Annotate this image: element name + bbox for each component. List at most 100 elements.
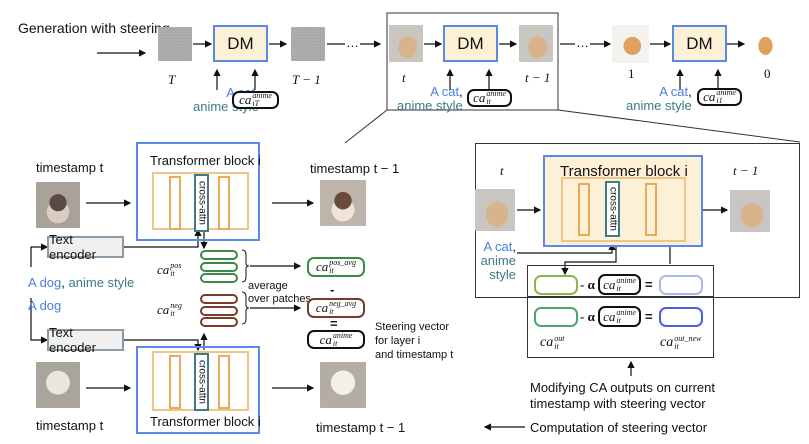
- ca-sub: i1: [716, 96, 723, 105]
- right-layer-2: [645, 183, 657, 236]
- prompt-object: A cat: [659, 84, 689, 99]
- white-dog-anime-image-t-minus-1: [320, 362, 366, 408]
- ca-out-patch-1: [534, 275, 578, 295]
- cross-attn-top: cross-attn: [194, 174, 209, 232]
- ca-neg-patch-2: [200, 306, 238, 316]
- dog-anime-image-t-minus-1: [320, 180, 366, 226]
- ca-symbol: ca: [660, 335, 674, 350]
- ca-neg-patch-1: [200, 294, 238, 304]
- timestep-t: t: [402, 70, 406, 85]
- prompt-comma: ,: [459, 84, 463, 99]
- ca-sup: out: [554, 334, 565, 343]
- prompt-style-line2: style: [489, 267, 516, 282]
- ca-symbol: ca: [540, 335, 554, 350]
- ca-out-new-patch-1: [659, 275, 703, 295]
- equals-2: =: [645, 309, 653, 324]
- ca-sup: anime: [252, 91, 272, 100]
- ca-out-new-patch-2: [659, 307, 703, 327]
- ca-sup: anime: [616, 307, 636, 317]
- prompt-object: A cat: [430, 84, 460, 99]
- timestep-T-minus-1: T − 1: [292, 72, 321, 87]
- timestep-t-minus-1: t − 1: [525, 70, 551, 85]
- right-inner-block: [561, 177, 686, 242]
- prompt-comma: ,: [61, 275, 65, 290]
- layer-bottom-1: [169, 355, 181, 409]
- prompt-comma: ,: [688, 84, 692, 99]
- prompt-style: anime style: [397, 98, 463, 113]
- ca-sup: neg: [170, 301, 182, 310]
- prompt-object: A dog: [28, 275, 62, 290]
- right-transformer-label: Transformer block i: [560, 163, 688, 180]
- ca-symbol: ca: [703, 89, 716, 104]
- prompt-label-t: A cat, anime style: [397, 85, 463, 113]
- dm-box-T: DM: [213, 25, 268, 62]
- cross-attn-label: cross-attn: [196, 181, 207, 225]
- timestamp-t-top: timestamp t: [36, 160, 103, 175]
- ca-pos-patch-3: [200, 273, 238, 283]
- ca-symbol: ca: [315, 300, 329, 315]
- ellipsis-2: …: [576, 35, 589, 50]
- ca-symbol: ca: [316, 259, 329, 274]
- ca-sup: anime: [716, 88, 736, 97]
- ca-symbol: ca: [319, 331, 332, 347]
- right-cat-image-t: [475, 189, 515, 231]
- caption-line3: and timestamp t: [375, 349, 454, 361]
- text-encoder-bottom: Text encoder: [47, 325, 124, 355]
- ca-symbol: ca: [603, 276, 616, 292]
- ca-symbol: ca: [473, 90, 486, 105]
- text-encoder-label: Text encoder: [49, 325, 96, 355]
- generation-with-steering-label: Generation with steering: [18, 20, 170, 36]
- average-line2: over patches: [248, 293, 311, 305]
- prompt-style-line1: anime: [480, 253, 516, 268]
- text-encoder-top: Text encoder: [47, 232, 124, 262]
- ca-sub: it: [329, 266, 334, 275]
- ca-sup: anime: [486, 89, 506, 98]
- noise-image-T-minus-1: [291, 27, 325, 61]
- cat-noisy-image-t: [389, 25, 423, 62]
- ca-neg-patch-3: [200, 317, 238, 327]
- text-encoder-label: Text encoder: [49, 232, 96, 262]
- dm-box-t: DM: [443, 25, 498, 62]
- caption-line1: Steering vector: [375, 321, 449, 333]
- prompt-positive: A dog, anime style: [28, 275, 134, 290]
- ca-sup: anime: [616, 275, 636, 285]
- prompt-style: anime style: [68, 275, 135, 290]
- timestep-0: 0: [764, 66, 771, 81]
- transformer-label-top: Transformer block i: [150, 153, 261, 168]
- transformer-label-bottom: Transformer block i: [150, 414, 261, 429]
- modifying-caption: Modifying CA outputs on current timestam…: [530, 380, 715, 412]
- layer-top-1: [169, 176, 181, 230]
- modifying-line2: timestamp with steering vector: [530, 396, 706, 411]
- right-t-label: t: [500, 163, 504, 178]
- cat-noisy-image-t-minus-1: [519, 25, 553, 62]
- equals-1: =: [645, 277, 653, 292]
- prompt-comma: ,: [512, 239, 516, 254]
- ca-symbol: ca: [157, 262, 170, 277]
- dm-label: DM: [457, 33, 484, 53]
- right-prompt: A cat, anime style: [478, 240, 516, 282]
- ca-sub: it: [616, 315, 621, 325]
- white-dog-noisy-image-t: [36, 362, 80, 408]
- dog-noisy-image-t: [36, 182, 80, 228]
- timestamp-t-bottom: timestamp t: [36, 418, 104, 433]
- transformer-block-top: [136, 142, 260, 241]
- timestep-T: T: [168, 72, 176, 87]
- ca-sub: it: [554, 342, 559, 351]
- transformer-block-bottom: [136, 346, 260, 434]
- ca-sub: it: [616, 283, 621, 293]
- ca-out-patch-2: [534, 307, 578, 327]
- timestamp-t-minus-1-bottom: timestamp t − 1: [316, 420, 406, 435]
- ca-pos-patch-1: [200, 250, 238, 260]
- computation-caption: Computation of steering vector: [530, 420, 708, 435]
- ca-symbol: ca: [157, 302, 170, 317]
- ca-sub: it: [329, 307, 334, 316]
- average-line1: average: [248, 280, 288, 292]
